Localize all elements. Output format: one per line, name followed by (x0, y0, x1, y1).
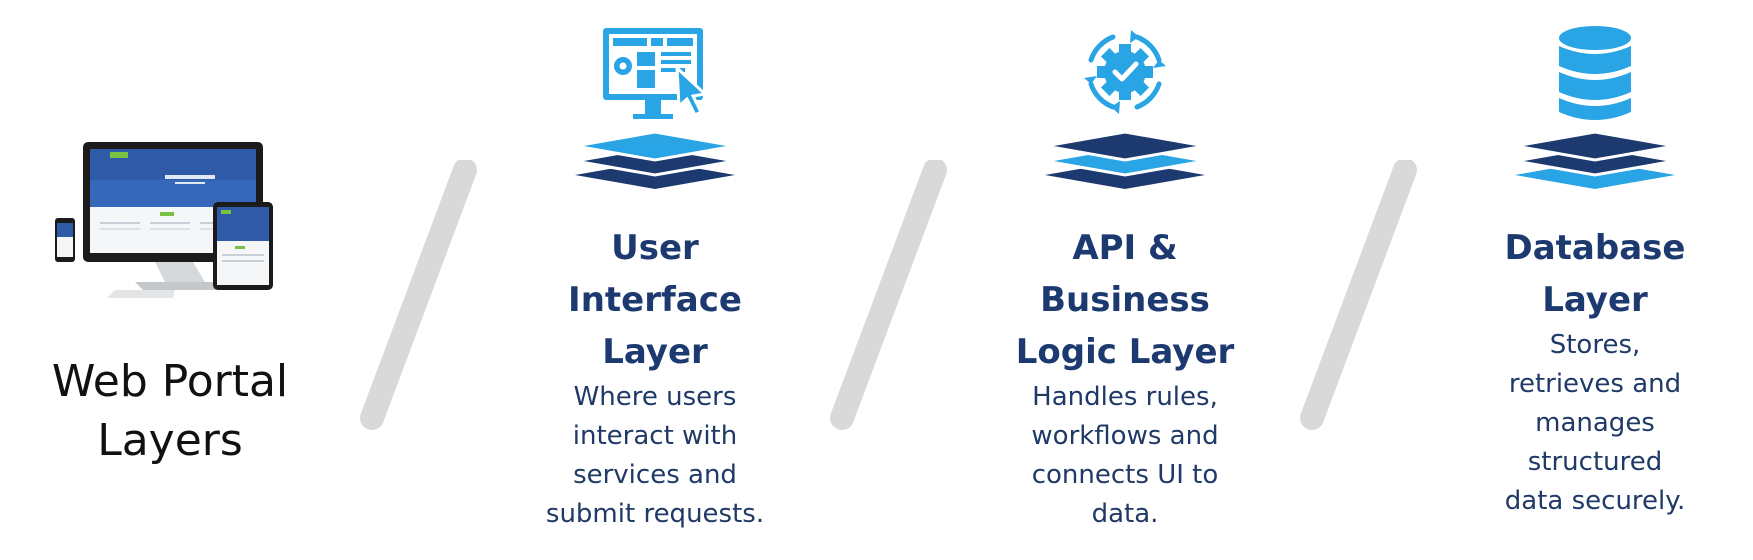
layer-title-line: Database (1504, 228, 1686, 268)
layer-description: Handles rules, workflows and connects UI… (985, 378, 1265, 534)
monitor-dashboard-cursor-icon (603, 28, 709, 119)
layer-stack-icon (1044, 130, 1206, 189)
layer-title-line: User (611, 228, 699, 268)
database-icon (1559, 26, 1631, 120)
responsive-devices-image (55, 140, 305, 330)
layer-description-line: interact with (572, 421, 738, 451)
layer-description-line: submit requests. (545, 499, 765, 529)
layer-description-line: Handles rules, (1032, 382, 1218, 412)
layer-title-line: Logic Layer (1015, 332, 1235, 372)
ui-layer-icon-group (565, 22, 745, 222)
layer-description: Where users interact with services and s… (515, 378, 795, 534)
api-layer-column: API & Business Logic Layer Handles rules… (985, 222, 1265, 534)
api-layer-icon-group (1035, 22, 1215, 222)
portal-title-line: Layers (97, 415, 243, 466)
layer-title-line: Interface (568, 280, 742, 320)
layer-description-line: data securely. (1504, 486, 1686, 516)
portal-title-line: Web Portal (51, 356, 289, 407)
layer-title: Database Layer (1455, 222, 1735, 326)
layer-description-line: retrieves and (1508, 369, 1682, 399)
layer-description-line: data. (1091, 499, 1159, 529)
layer-description-line: manages (1535, 408, 1655, 438)
layer-title-line: Layer (1542, 280, 1648, 320)
layer-description-line: Stores, (1549, 330, 1641, 360)
portal-title: Web Portal Layers (20, 352, 320, 470)
layer-description-line: workflows and (1031, 421, 1219, 451)
slash-divider (1300, 158, 1430, 440)
layer-description-line: structured (1527, 447, 1663, 477)
slash-divider (360, 158, 490, 440)
layer-title-line: API & (1072, 228, 1178, 268)
layer-description-line: services and (573, 460, 737, 490)
slash-divider (830, 158, 960, 440)
database-layer-column: Database Layer Stores, retrieves and man… (1455, 222, 1735, 521)
ui-layer-column: User Interface Layer Where users interac… (515, 222, 795, 534)
database-layer-icon-group (1505, 22, 1685, 222)
layer-description: Stores, retrieves and manages structured… (1455, 326, 1735, 521)
layer-stack-icon (1514, 130, 1676, 189)
layer-title: User Interface Layer (515, 222, 795, 378)
layer-title-line: Layer (602, 332, 708, 372)
layer-description-line: Where users (573, 382, 737, 412)
gear-check-cycle-icon (1084, 30, 1166, 114)
layer-stack-icon (574, 130, 736, 189)
layer-description-line: connects UI to (1031, 460, 1219, 490)
layer-title: API & Business Logic Layer (985, 222, 1265, 378)
layer-title-line: Business (1040, 280, 1210, 320)
